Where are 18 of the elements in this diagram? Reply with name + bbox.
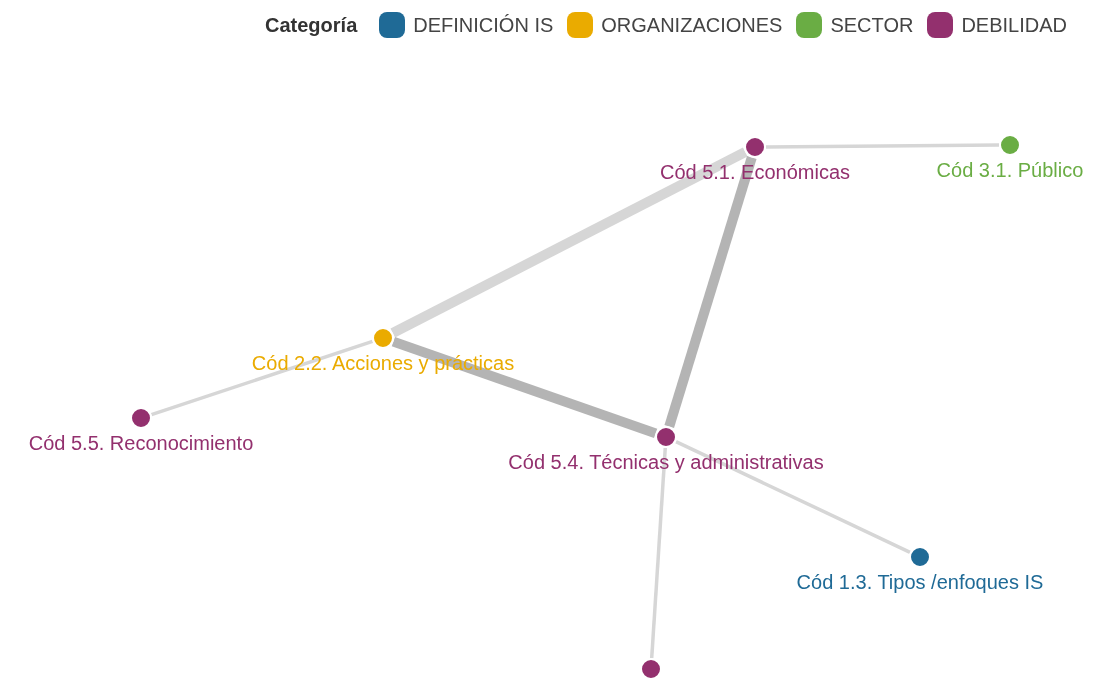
connector-line bbox=[391, 336, 658, 439]
connector-line bbox=[649, 447, 668, 659]
legend-title: Categoría bbox=[265, 13, 358, 37]
node-label: Cód 5.5. Reconocimiento bbox=[28, 432, 254, 455]
legend-label: ORGANIZACIONES bbox=[601, 13, 783, 37]
connector-line bbox=[150, 339, 374, 417]
node-label: Cód 2.2. Acciones y prácticas bbox=[251, 352, 515, 375]
node-label: Cód 3.1. Público bbox=[936, 159, 1084, 182]
connector-line bbox=[664, 156, 757, 428]
node-label: Cód 5.4. Técnicas y administrativas bbox=[508, 451, 824, 474]
connector-line bbox=[766, 143, 999, 149]
connector-line bbox=[675, 440, 911, 554]
connector-line bbox=[390, 147, 748, 338]
legend-label: DEBILIDAD bbox=[961, 13, 1067, 37]
legend-label: DEFINICIÓN IS bbox=[413, 13, 554, 37]
node-label: Cód 1.3. Tipos /enfoques IS bbox=[796, 571, 1044, 594]
legend-label: SECTOR bbox=[830, 13, 914, 37]
node-label: Cód 5.1. Económicas bbox=[659, 161, 851, 184]
